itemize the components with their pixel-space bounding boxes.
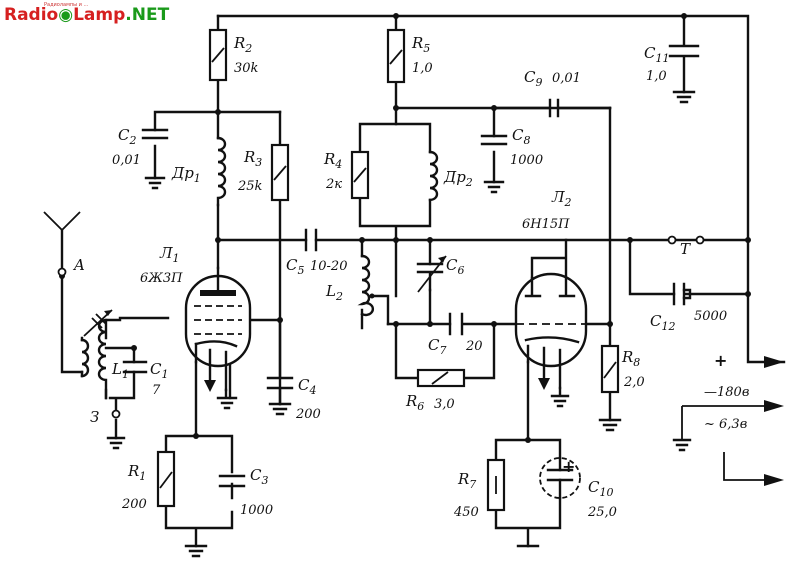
label-r6: R6 bbox=[405, 392, 424, 413]
arrow-plus-icon bbox=[764, 356, 784, 368]
label-dr1: Др1 bbox=[171, 164, 201, 185]
value-r4: 2к bbox=[325, 177, 342, 192]
choke-dr2 bbox=[428, 150, 439, 202]
value-c10: 25,0 bbox=[587, 505, 617, 520]
tube-v2 bbox=[514, 272, 588, 390]
label-minus-supply: —180в bbox=[704, 385, 749, 400]
power-arrows bbox=[764, 356, 784, 486]
value-c5: 10-20 bbox=[310, 259, 347, 274]
label-l2: L2 bbox=[325, 282, 343, 303]
label-c2: C2 bbox=[118, 126, 136, 147]
resistor-r6 bbox=[416, 368, 466, 388]
value-c7: 20 bbox=[465, 339, 483, 354]
label-c8: C8 bbox=[512, 126, 530, 147]
label-r8: R8 bbox=[621, 348, 640, 369]
capacitor-c1-variable bbox=[83, 309, 113, 337]
value-c11: 1,0 bbox=[646, 69, 667, 84]
label-c10: C10 bbox=[588, 478, 613, 499]
capacitor-c11 bbox=[668, 44, 700, 58]
label-r2: R2 bbox=[233, 34, 252, 55]
junction-dots bbox=[59, 13, 751, 443]
label-c3: C3 bbox=[250, 466, 268, 487]
arrow-filament-icon bbox=[764, 474, 784, 486]
capacitor-c7 bbox=[448, 312, 464, 336]
capacitor-c12 bbox=[672, 282, 692, 306]
arrow-minus-icon bbox=[764, 400, 784, 412]
label-antenna: A bbox=[72, 256, 85, 274]
resistor-r7 bbox=[486, 458, 506, 512]
label-r5: R5 bbox=[411, 34, 430, 55]
resistor-r2 bbox=[208, 28, 228, 82]
capacitor-c10: + bbox=[539, 456, 581, 500]
resistor-r4 bbox=[350, 150, 370, 200]
value-r6: 3,0 bbox=[434, 397, 455, 412]
value-c8: 1000 bbox=[510, 153, 543, 168]
label-plus: + bbox=[714, 351, 727, 370]
resistor-r5 bbox=[386, 28, 406, 84]
capacitor-c5 bbox=[304, 228, 318, 252]
label-r1: R1 bbox=[127, 462, 146, 483]
resistor-r8 bbox=[600, 344, 620, 394]
label-r3: R3 bbox=[243, 148, 262, 169]
value-r7: 450 bbox=[453, 505, 479, 520]
capacitor-c8 bbox=[480, 134, 508, 146]
svg-text:Радиолампы и ...: Радиолампы и ... bbox=[44, 2, 89, 8]
value-r3: 25k bbox=[237, 179, 263, 194]
value-c3: 1000 bbox=[240, 503, 273, 518]
choke-dr1 bbox=[216, 136, 227, 207]
capacitor-c6 bbox=[416, 255, 447, 293]
label-v2: Л2 bbox=[551, 188, 572, 209]
value-c2: 0,01 bbox=[112, 153, 141, 168]
type-v1: 6Ж3П bbox=[140, 271, 183, 286]
tube-v1 bbox=[184, 266, 252, 392]
value-c1: 7 bbox=[152, 383, 161, 398]
capacitor-c9 bbox=[492, 98, 612, 118]
capacitor-c4 bbox=[266, 318, 294, 406]
value-c4: 200 bbox=[295, 407, 321, 422]
capacitor-c1 bbox=[122, 360, 148, 374]
coil-l1 bbox=[80, 318, 108, 400]
label-l1: L1 bbox=[111, 360, 129, 381]
capacitors: + bbox=[83, 44, 700, 500]
svg-text:Radio◉Lamp.NET: Radio◉Lamp.NET bbox=[4, 5, 170, 25]
resistor-r1 bbox=[156, 450, 176, 508]
value-r2: 30k bbox=[234, 61, 259, 76]
value-c12: 5000 bbox=[694, 309, 727, 324]
label-v1: Л1 bbox=[159, 244, 180, 265]
label-r7: R7 bbox=[457, 470, 476, 491]
label-r4: R4 bbox=[323, 150, 342, 171]
capacitor-c2 bbox=[141, 128, 169, 140]
value-r8: 2,0 bbox=[623, 375, 645, 390]
ground-symbols bbox=[106, 90, 696, 558]
label-c11: C11 bbox=[644, 44, 669, 65]
inductors bbox=[80, 136, 439, 400]
label-ground: З bbox=[90, 408, 99, 426]
resistors bbox=[156, 28, 620, 512]
label-filament: ~ 6,3в bbox=[704, 417, 747, 432]
label-c7: C7 bbox=[428, 336, 446, 357]
radiolamp-logo: Radio◉Lamp.NET Радиолампы и ... bbox=[4, 2, 170, 25]
value-r1: 200 bbox=[121, 497, 147, 512]
capacitor-c3 bbox=[218, 474, 246, 488]
label-c1: C1 bbox=[150, 360, 168, 381]
label-c5: C5 bbox=[286, 256, 304, 277]
label-dr2: Др2 bbox=[443, 168, 473, 189]
label-c12: C12 bbox=[650, 312, 675, 333]
labels: R2 30k R5 1,0 C2 0,01 Др1 R3 25k R4 2к Д… bbox=[72, 34, 749, 520]
terminals bbox=[57, 235, 705, 419]
svg-text:+: + bbox=[562, 457, 575, 476]
label-phones: T bbox=[680, 240, 691, 258]
label-c4: C4 bbox=[298, 376, 316, 397]
resistor-r3 bbox=[270, 143, 290, 202]
lamp-bulb-icon: ◉ bbox=[58, 5, 73, 25]
label-c6: C6 bbox=[446, 256, 464, 277]
value-c9: 0,01 bbox=[552, 71, 581, 86]
label-c9: C9 bbox=[524, 68, 542, 89]
coil-l2 bbox=[357, 254, 390, 326]
value-r5: 1,0 bbox=[412, 61, 433, 76]
type-v2: 6Н15П bbox=[522, 217, 570, 232]
